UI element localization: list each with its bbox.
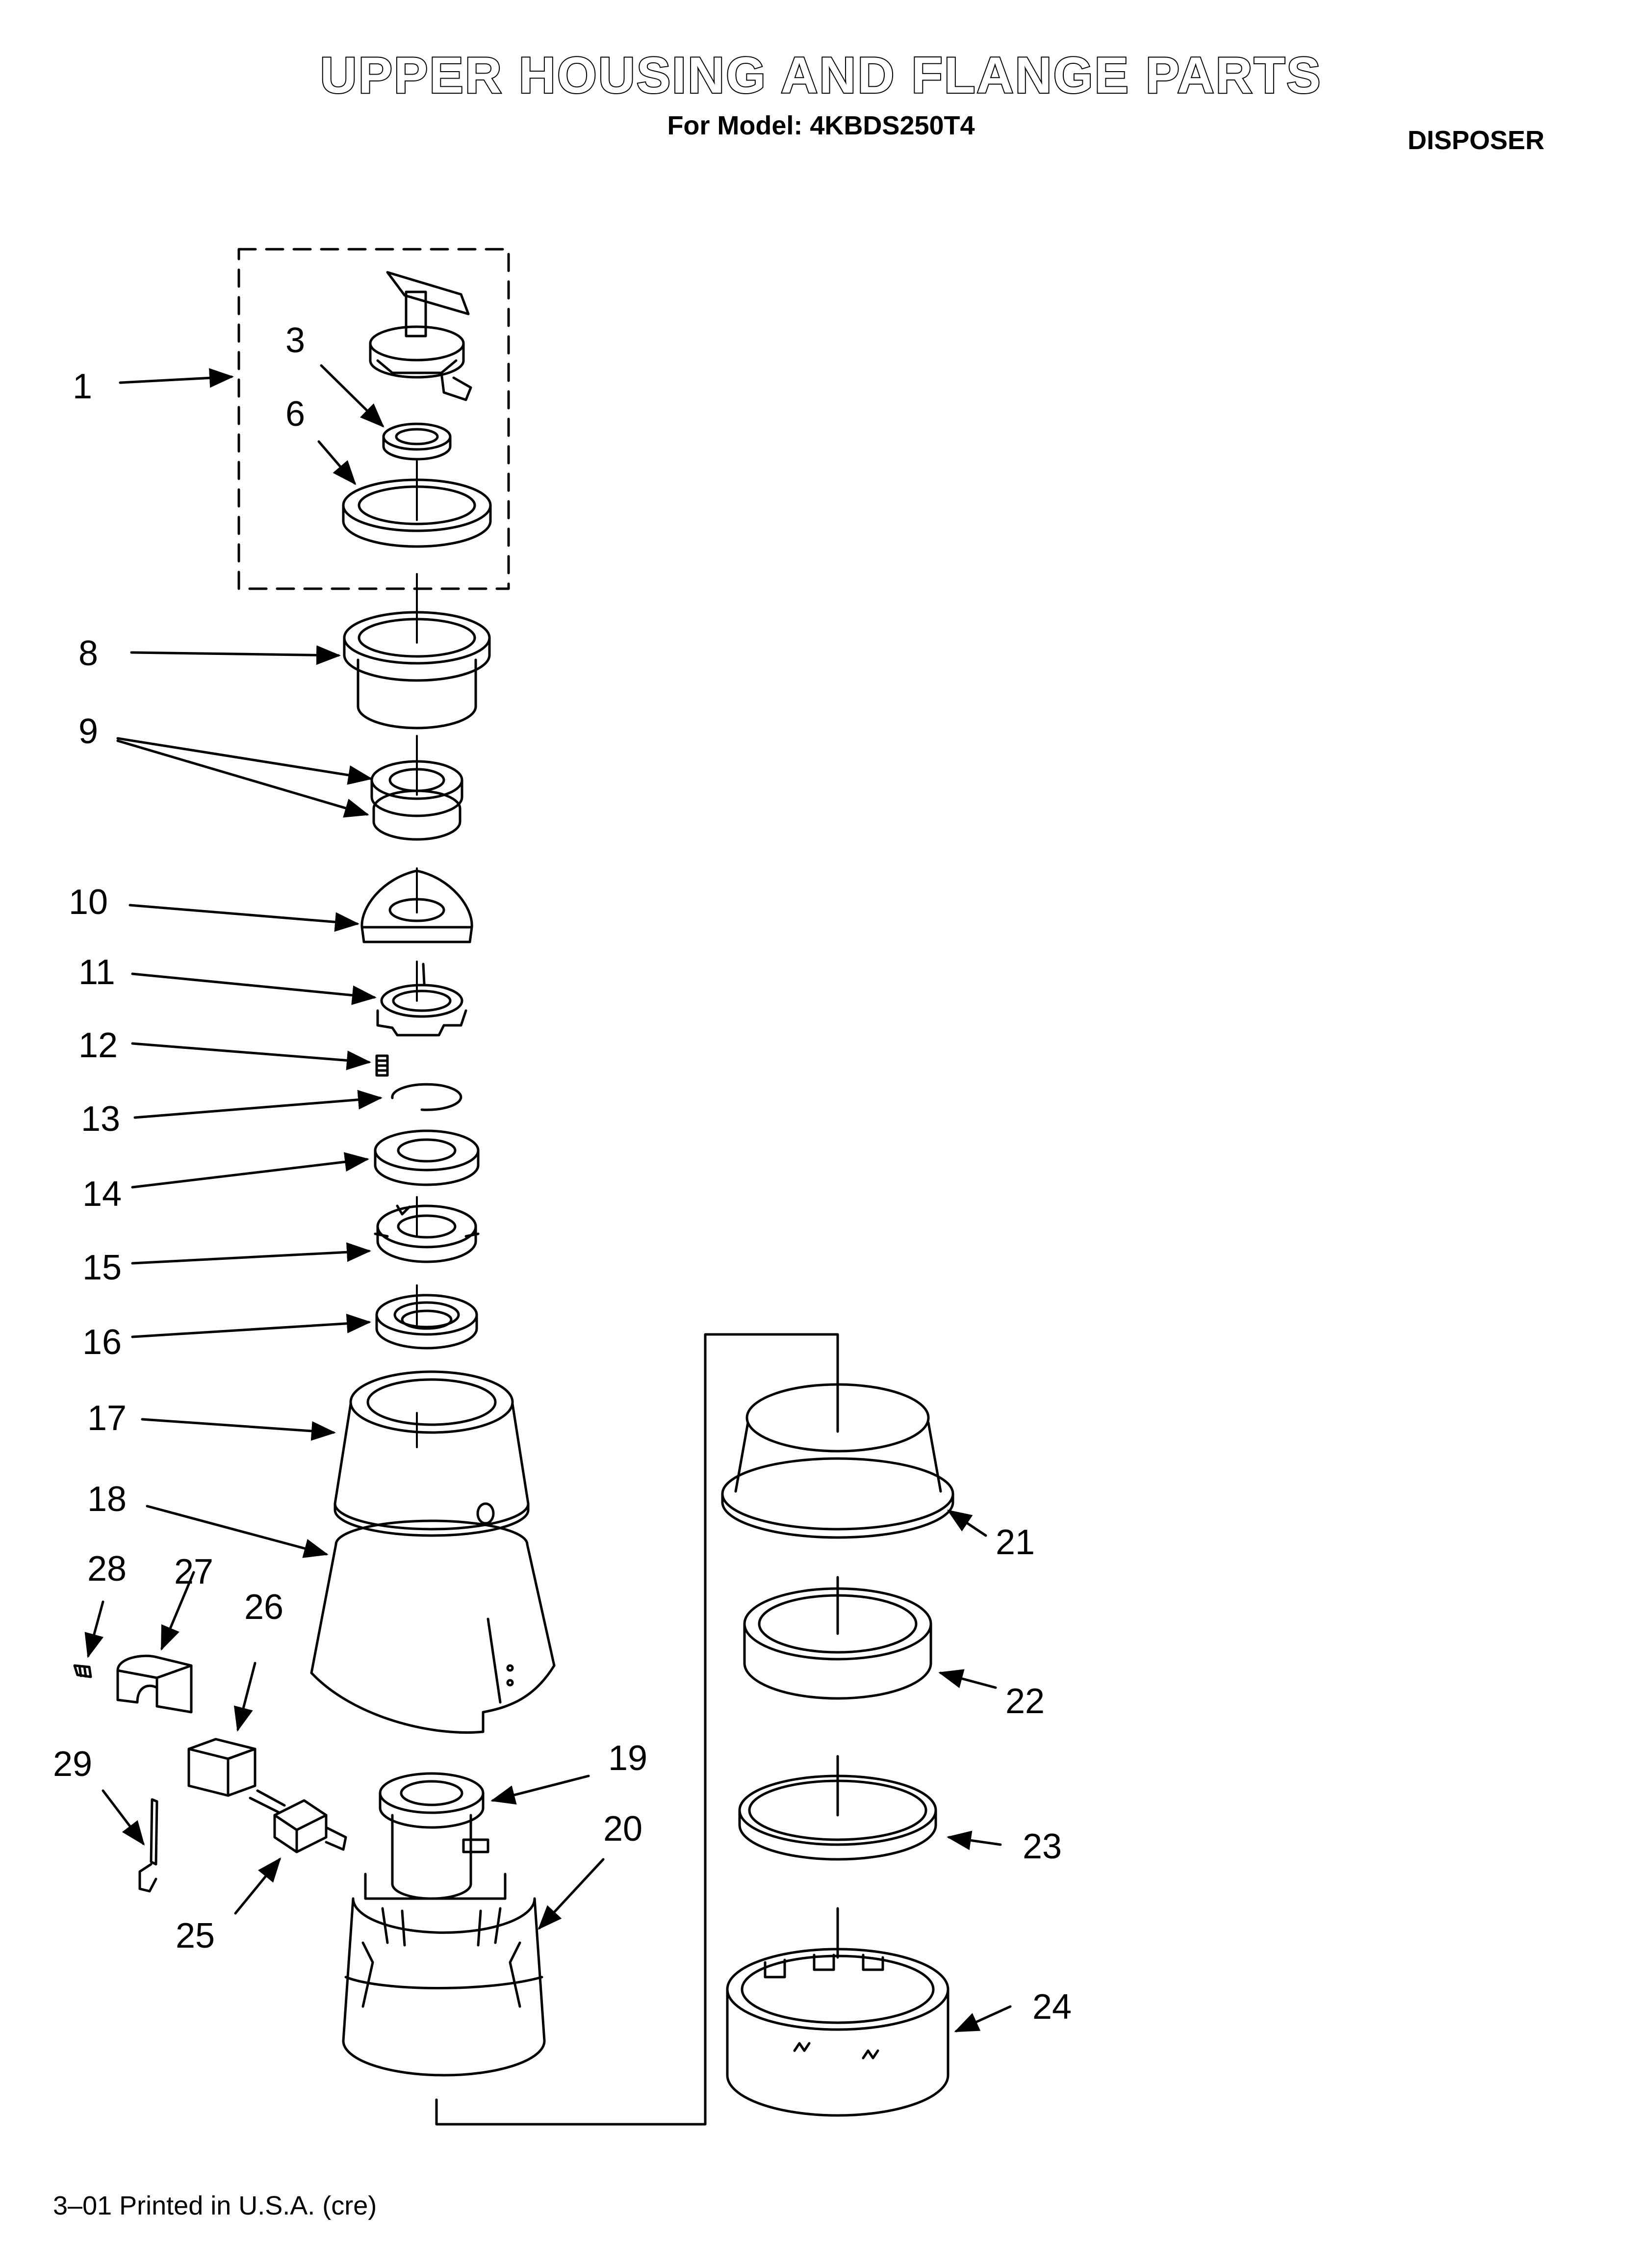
part-29-wire-clip [138, 1798, 158, 1893]
callout-11: 11 [78, 953, 115, 992]
callout-13: 13 [81, 1099, 121, 1139]
part-27-cover [116, 1654, 193, 1714]
callout-16: 16 [82, 1323, 122, 1362]
part-18-shroud [310, 1519, 556, 1734]
part-24-grind-ring [726, 1948, 949, 2117]
callout-27: 27 [174, 1552, 214, 1591]
part-26-insulator [187, 1738, 257, 1797]
part-20-motor-base [342, 1873, 546, 2077]
part-1-stopper [369, 271, 472, 401]
part-16-seal-ring [375, 1294, 478, 1350]
part-3-seal [382, 422, 452, 461]
part-17-upper-housing [334, 1370, 530, 1537]
part-6-gasket [342, 478, 492, 548]
callout-24: 24 [1032, 1987, 1072, 2027]
callout-29: 29 [53, 1745, 93, 1784]
callout-18: 18 [87, 1480, 127, 1519]
callout-25: 25 [176, 1916, 215, 1955]
category-label: DISPOSER [1408, 126, 1545, 155]
page-title: UPPER HOUSING AND FLANGE PARTS [319, 46, 1322, 105]
callout-22: 22 [1005, 1682, 1045, 1721]
part-8-sink-flange [343, 611, 491, 730]
callout-21: 21 [996, 1523, 1035, 1562]
part-11-mounting-ring [376, 963, 467, 1037]
leader-lines [84, 364, 1012, 2033]
callout-15: 15 [82, 1248, 122, 1287]
callout-3: 3 [285, 321, 306, 360]
part-13-snap-ring [391, 1083, 462, 1111]
model-subtitle: For Model: 4KBDS250T4 [667, 111, 975, 140]
callout-6: 6 [285, 394, 306, 434]
part-25-switch [249, 1789, 347, 1853]
assembly-group-box [237, 248, 510, 590]
callout-23: 23 [1023, 1827, 1062, 1866]
callout-26: 26 [244, 1588, 284, 1627]
part-28-screw [73, 1664, 92, 1678]
part-21-mounting-ring [721, 1383, 954, 1539]
part-19-motor-housing-top [379, 1772, 489, 1900]
callout-20: 20 [603, 1809, 643, 1849]
callout-17: 17 [87, 1399, 127, 1438]
callout-12: 12 [78, 1026, 118, 1065]
callout-1: 1 [73, 367, 93, 406]
part-10-backup-flange [360, 869, 473, 943]
part-14-ring [374, 1129, 480, 1186]
print-info: 3–01 Printed in U.S.A. (cre) [53, 2191, 377, 2220]
part-15-notched-ring [374, 1204, 480, 1263]
callout-8: 8 [78, 634, 99, 673]
callout-19: 19 [608, 1739, 648, 1778]
parts-21-24-connector [435, 1333, 839, 2126]
part-12-screw [375, 1054, 389, 1077]
callout-10: 10 [69, 883, 108, 922]
callout-14: 14 [82, 1174, 122, 1214]
callout-9: 9 [78, 712, 99, 751]
callout-28: 28 [87, 1549, 127, 1589]
